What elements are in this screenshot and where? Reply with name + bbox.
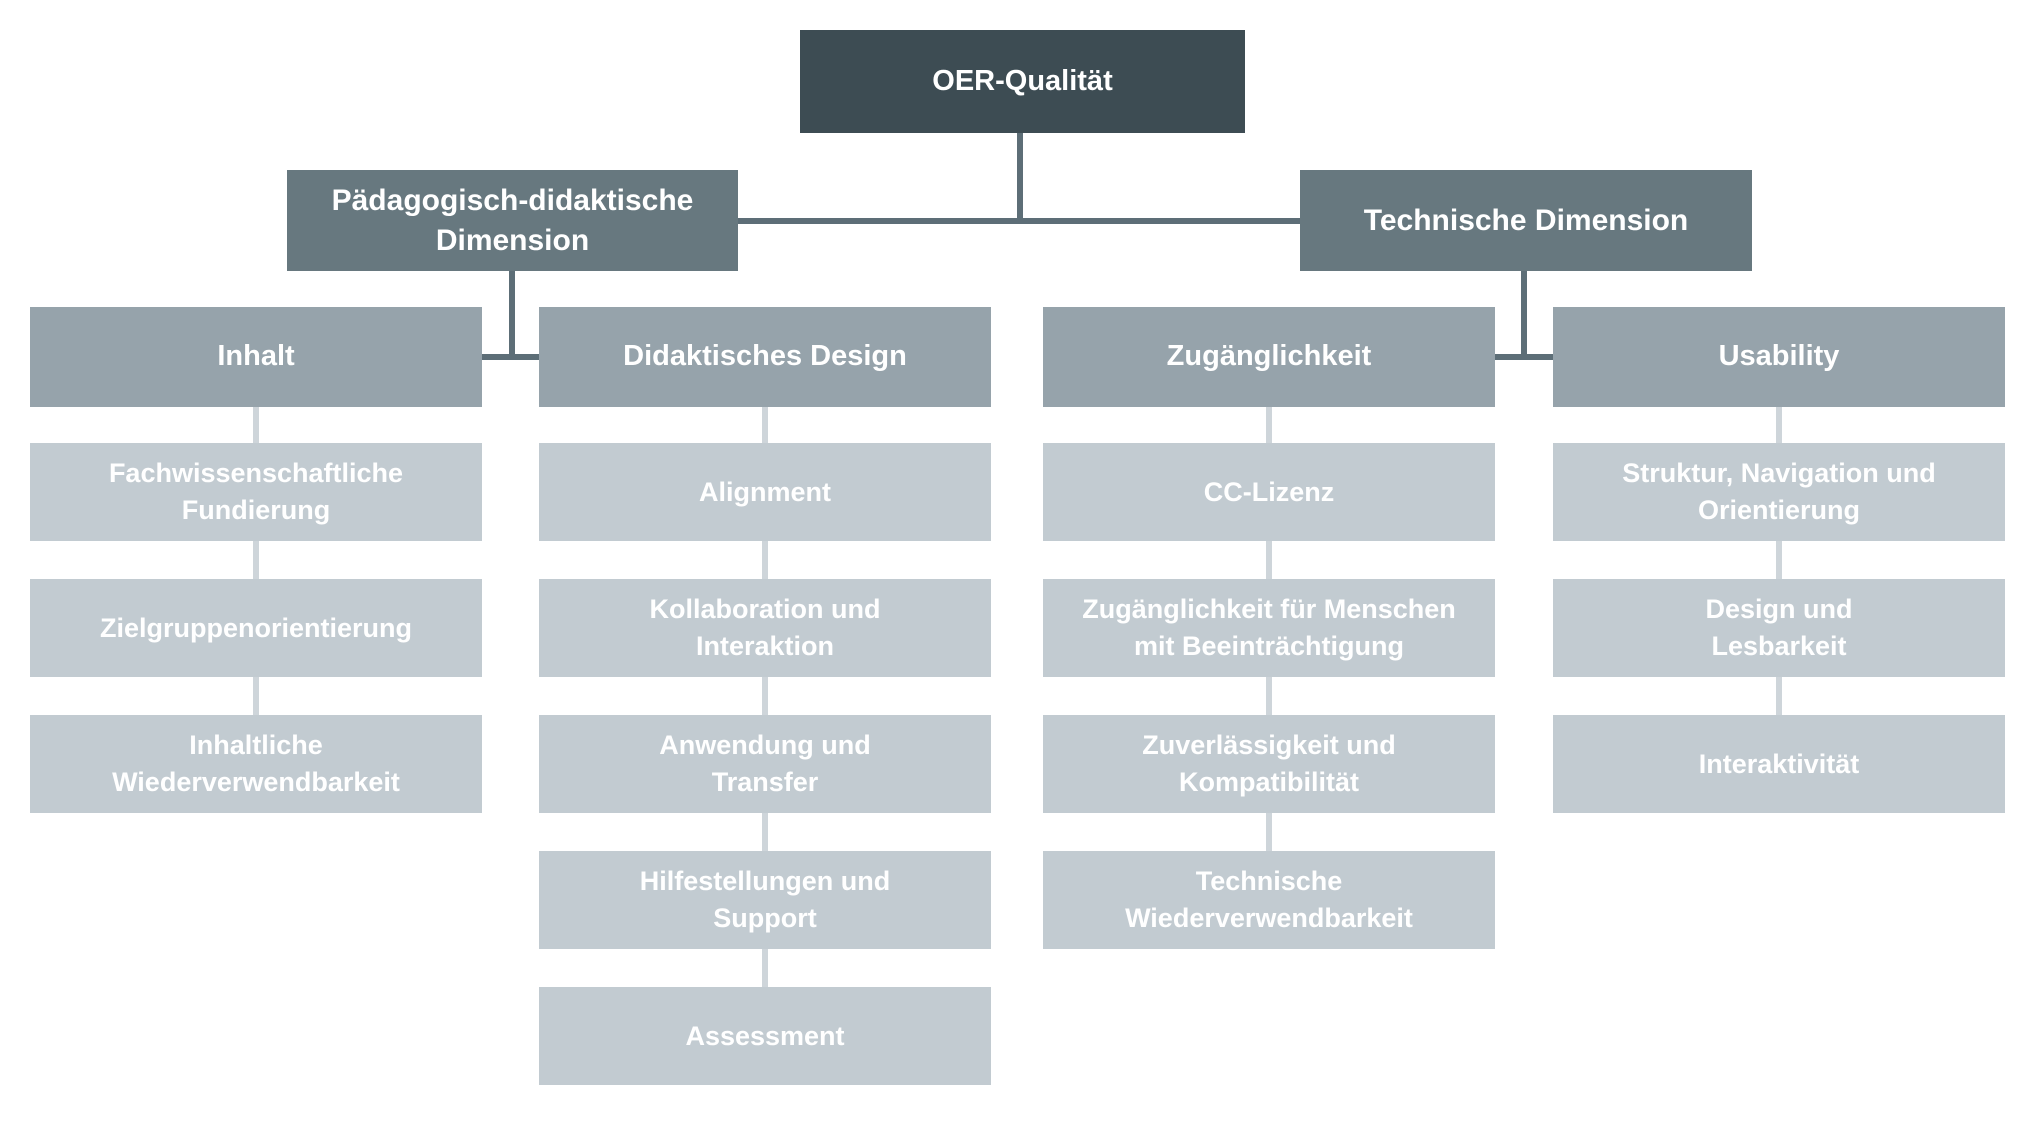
node-oer-qualitaet: OER-Qualität <box>800 30 1245 133</box>
connector-line <box>253 541 259 579</box>
connector-line <box>482 354 539 360</box>
leaf-node: Hilfestellungen und Support <box>539 851 991 949</box>
connector-line <box>1521 271 1527 360</box>
node-label: Zugänglichkeit <box>1166 340 1372 373</box>
node-didaktisches-design: Didaktisches Design <box>539 307 991 407</box>
node-label: Alignment <box>699 476 831 507</box>
node-technische-dimension: Technische Dimension <box>1300 170 1752 271</box>
leaf-node: Zielgruppenorientierung <box>30 579 482 677</box>
leaf-node: Alignment <box>539 443 991 541</box>
connector-line <box>762 813 768 851</box>
node-label: Assessment <box>685 1020 845 1051</box>
node-label: Didaktisches Design <box>623 340 907 373</box>
leaf-node: CC-Lizenz <box>1043 443 1495 541</box>
node-label: Pädagogisch-didaktische Dimension <box>331 183 694 257</box>
node-label: Hilfestellungen und Support <box>639 866 891 933</box>
leaf-node: Assessment <box>539 987 991 1085</box>
leaf-node: Interaktivität <box>1553 715 2005 813</box>
connector-line <box>762 677 768 715</box>
connector-line <box>1776 541 1782 579</box>
node-label: Zielgruppenorientierung <box>99 612 412 643</box>
connector-line <box>1266 407 1272 443</box>
connector-line <box>1776 677 1782 715</box>
leaf-node: Inhaltliche Wiederverwendbarkeit <box>30 715 482 813</box>
node-label: Fachwissenschaftliche Fundierung <box>108 458 404 525</box>
leaf-node: Technische Wiederverwendbarkeit <box>1043 851 1495 949</box>
connector-line <box>762 541 768 579</box>
node-label: Technische Wiederverwendbarkeit <box>1125 866 1413 933</box>
node-label: Technische Dimension <box>1363 203 1689 237</box>
leaf-node: Design und Lesbarkeit <box>1553 579 2005 677</box>
connector-line <box>253 677 259 715</box>
connector-line <box>1495 354 1553 360</box>
node-label: Zugänglichkeit für Menschen mit Beeinträ… <box>1082 594 1456 661</box>
connector-line <box>762 407 768 443</box>
connector-line <box>1266 813 1272 851</box>
node-zugaenglichkeit: Zugänglichkeit <box>1043 307 1495 407</box>
node-label: Anwendung und Transfer <box>659 730 871 797</box>
node-label: Inhaltliche Wiederverwendbarkeit <box>112 730 400 797</box>
leaf-node: Kollaboration und Interaktion <box>539 579 991 677</box>
node-label: Inhalt <box>217 340 295 373</box>
node-usability: Usability <box>1553 307 2005 407</box>
connector-line <box>253 407 259 443</box>
leaf-node: Zugänglichkeit für Menschen mit Beeinträ… <box>1043 579 1495 677</box>
connector-line <box>1017 133 1023 224</box>
connector-line <box>1266 677 1272 715</box>
node-label: Kollaboration und Interaktion <box>649 594 881 661</box>
leaf-node: Anwendung und Transfer <box>539 715 991 813</box>
connector-line <box>762 949 768 987</box>
leaf-node: Struktur, Navigation und Orientierung <box>1553 443 2005 541</box>
node-label: OER-Qualität <box>932 64 1113 97</box>
node-label: Interaktivität <box>1698 748 1860 779</box>
node-label: Design und Lesbarkeit <box>1705 594 1853 661</box>
node-label: CC-Lizenz <box>1203 476 1335 507</box>
leaf-node: Zuverlässigkeit und Kompatibilität <box>1043 715 1495 813</box>
connector-line <box>1776 407 1782 443</box>
node-label: Zuverlässigkeit und Kompatibilität <box>1142 730 1396 797</box>
leaf-node: Fachwissenschaftliche Fundierung <box>30 443 482 541</box>
node-label: Struktur, Navigation und Orientierung <box>1622 458 1936 525</box>
node-label: Usability <box>1718 340 1840 373</box>
connector-line <box>738 218 1300 224</box>
connector-line <box>1266 541 1272 579</box>
node-inhalt: Inhalt <box>30 307 482 407</box>
connector-line <box>509 271 515 360</box>
node-paedagogisch-didaktische-dimension: Pädagogisch-didaktische Dimension <box>287 170 738 271</box>
